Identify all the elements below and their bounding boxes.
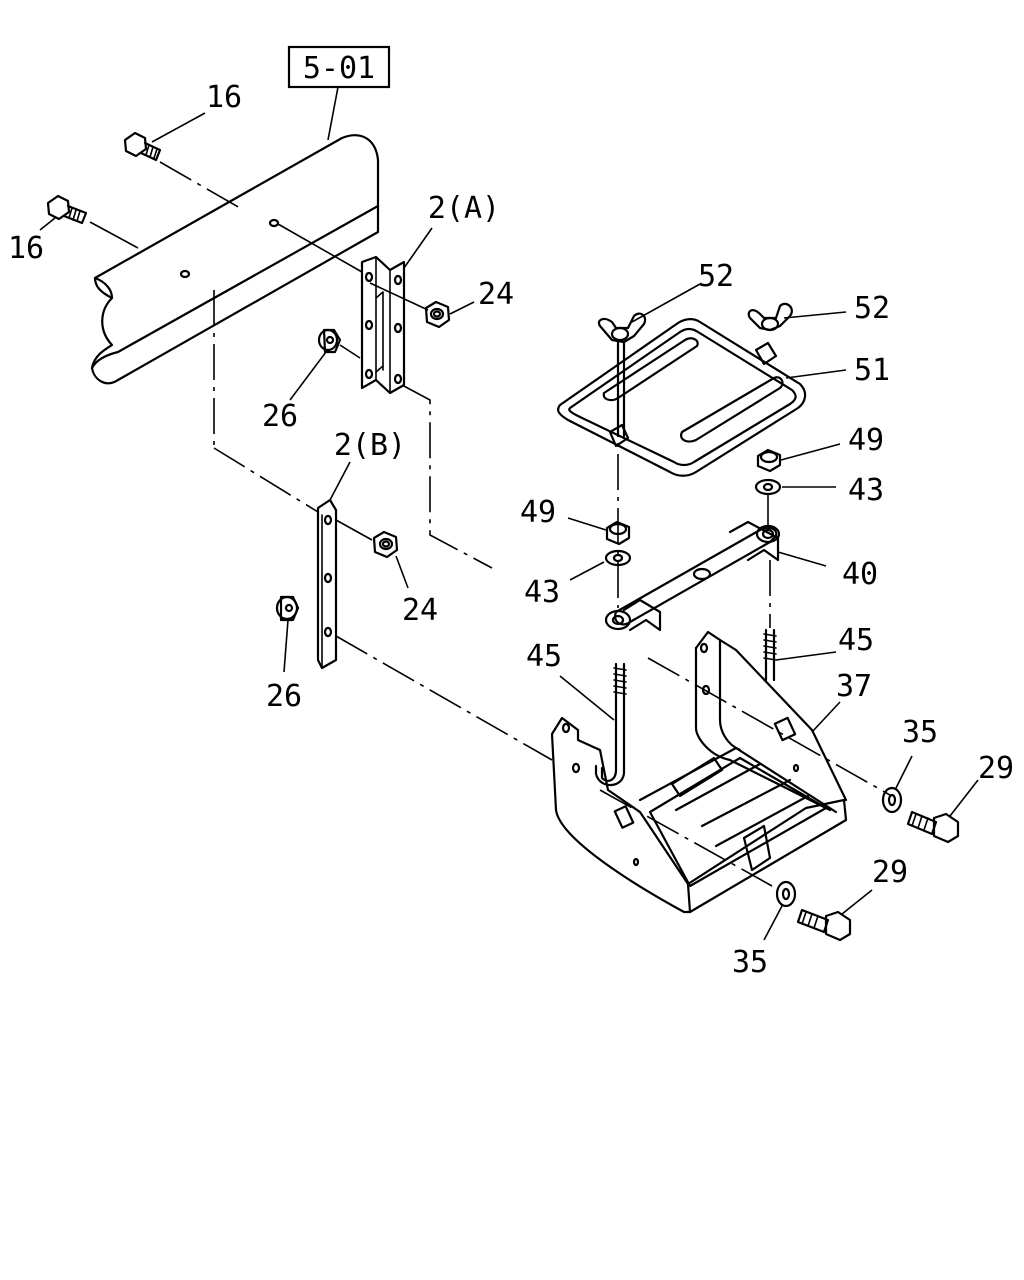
bolt-16-lower[interactable]: [46, 194, 88, 225]
callout-43-right: 43: [848, 473, 884, 508]
callout-52-left: 52: [698, 259, 734, 294]
callout-40: 40: [842, 557, 878, 592]
j-bolt-45-left[interactable]: [594, 662, 627, 787]
callout-26-upper: 26: [262, 399, 298, 434]
callout-49-right: 49: [848, 423, 884, 458]
wing-nut-52-right[interactable]: [747, 302, 793, 332]
wing-nut-52-left[interactable]: [597, 312, 647, 344]
callout-45-left: 45: [526, 639, 562, 674]
washer-35-lower[interactable]: [775, 880, 797, 908]
bolt-16-upper[interactable]: [123, 131, 162, 162]
callout-29-lower: 29: [872, 855, 908, 890]
flange-nut-24-lower[interactable]: [372, 530, 399, 559]
flange-nut-26-lower[interactable]: [275, 595, 300, 622]
callout-35-right: 35: [902, 715, 938, 750]
j-bolt-45-right[interactable]: [763, 628, 777, 682]
callout-24-upper: 24: [478, 277, 514, 312]
callout-49-left: 49: [520, 495, 556, 530]
flange-nut-24-upper[interactable]: [424, 300, 451, 329]
frame-rail: [90, 134, 380, 385]
callout-24-lower: 24: [402, 593, 438, 628]
hold-down-clamp-40[interactable]: [604, 520, 781, 632]
callout-51: 51: [854, 353, 890, 388]
washer-35-right[interactable]: [881, 786, 903, 814]
callout-35-lower: 35: [732, 945, 768, 980]
bracket-2b[interactable]: [316, 498, 338, 670]
callout-29-right: 29: [978, 751, 1014, 786]
reference-tag[interactable]: 5-01: [287, 45, 391, 141]
callout-16-upper: 16: [206, 80, 242, 115]
bolt-29-right[interactable]: [906, 810, 960, 844]
bolt-29-lower[interactable]: [796, 908, 852, 942]
callout-52-right: 52: [854, 291, 890, 326]
flange-nut-26-upper[interactable]: [317, 328, 342, 354]
callout-43-left: 43: [524, 575, 560, 610]
callout-45-right: 45: [838, 623, 874, 658]
callout-2b: 2(B): [334, 428, 406, 463]
bracket-2a[interactable]: [360, 255, 406, 395]
nut-49-right[interactable]: [756, 448, 782, 473]
callout-37: 37: [836, 669, 872, 704]
battery-tray-37[interactable]: [550, 630, 848, 914]
callout-16-lower: 16: [8, 231, 44, 266]
callout-2a: 2(A): [428, 191, 500, 226]
washer-43-right[interactable]: [754, 478, 782, 496]
callout-26-lower: 26: [266, 679, 302, 714]
reference-label: 5-01: [303, 51, 375, 86]
